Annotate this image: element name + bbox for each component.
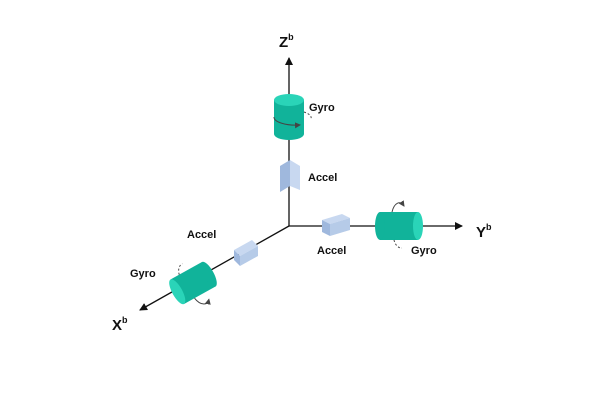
z-accel-label: Accel: [308, 172, 337, 184]
y-accel-label: Accel: [317, 245, 346, 257]
x-gyro-label: Gyro: [130, 268, 156, 280]
y-axis-label: Yb: [476, 222, 492, 241]
z-gyro-label: Gyro: [309, 102, 335, 114]
y-gyro-label: Gyro: [411, 245, 437, 257]
z-axis-superscript: b: [288, 32, 294, 42]
y-axis-superscript: b: [486, 222, 492, 232]
x-axis-letter: X: [112, 317, 122, 334]
z-axis-label: Zb: [279, 32, 294, 51]
x-accel-label: Accel: [187, 229, 216, 241]
x-axis-superscript: b: [122, 315, 128, 325]
z-gyro-icon: [273, 94, 312, 140]
x-gyro-icon: [169, 261, 217, 305]
z-accel-icon: [280, 160, 300, 192]
x-axis-label: Xb: [112, 315, 128, 334]
y-accel-icon: [322, 214, 350, 236]
z-axis-letter: Z: [279, 34, 288, 51]
x-axis-line: [139, 225, 290, 311]
y-axis-letter: Y: [476, 224, 486, 241]
y-gyro-icon: [375, 200, 423, 249]
x-accel-icon: [234, 240, 258, 266]
